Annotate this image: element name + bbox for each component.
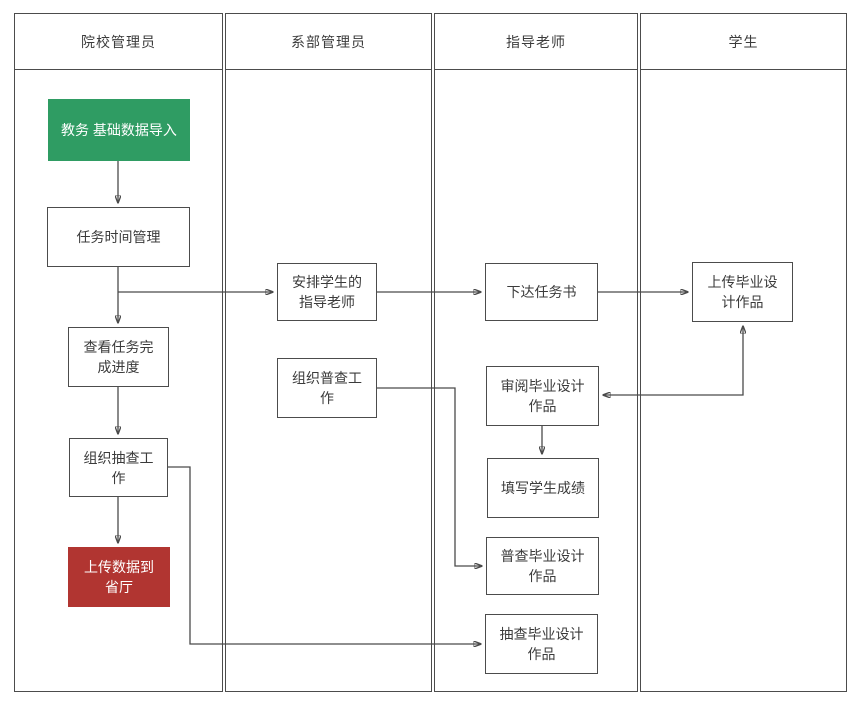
node-fill-student-grades[interactable]: 填写学生成绩 [487,458,599,518]
node-spot-check-design-works[interactable]: 抽查毕业设计 作品 [485,614,598,674]
node-task-time-management[interactable]: 任务时间管理 [47,207,190,267]
node-upload-design-works[interactable]: 上传毕业设 计作品 [692,262,793,322]
node-review-design-works[interactable]: 审阅毕业设计 作品 [486,366,599,426]
node-issue-task-book[interactable]: 下达任务书 [485,263,598,321]
node-organize-spot-check[interactable]: 组织抽查工 作 [69,438,168,497]
node-census-design-works[interactable]: 普查毕业设计 作品 [486,537,599,595]
node-view-task-progress[interactable]: 查看任务完 成进度 [68,327,169,387]
lane-student: 学生 [640,13,847,692]
lane-header-student: 学生 [641,14,846,70]
lane-header-department-admin: 系部管理员 [226,14,431,70]
node-import-data[interactable]: 教务 基础数据导入 [48,99,190,161]
lane-header-college-admin: 院校管理员 [15,14,222,70]
node-organize-census[interactable]: 组织普查工 作 [277,358,377,418]
lane-header-supervisor-teacher: 指导老师 [435,14,637,70]
lane-department-admin: 系部管理员 [225,13,432,692]
node-upload-data-to-province[interactable]: 上传数据到 省厅 [68,547,170,607]
node-assign-supervisor[interactable]: 安排学生的 指导老师 [277,263,377,321]
